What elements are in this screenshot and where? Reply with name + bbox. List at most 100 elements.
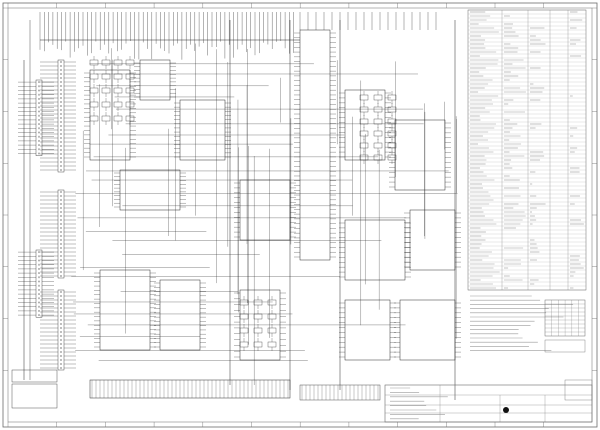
terminal-pin (60, 303, 62, 305)
module-block-f (159, 279, 201, 351)
terminal-pin (60, 145, 62, 147)
terminal-pin (60, 335, 62, 337)
module-block-e (99, 269, 151, 351)
terminal-pin (38, 272, 40, 274)
terminal-pin (38, 297, 40, 300)
module-block-a (89, 69, 131, 161)
terminal-pin (38, 140, 40, 142)
connector-block-left-e (35, 249, 43, 318)
terminal-pin (38, 301, 40, 304)
relay-symbol (253, 327, 263, 334)
switch-symbol (113, 101, 123, 108)
terminal-pin (60, 355, 62, 357)
terminal-pin (60, 153, 62, 155)
terminal-pin (60, 85, 62, 87)
relay-symbol (373, 118, 383, 125)
company-logo-icon (503, 407, 509, 413)
relay-symbol (253, 313, 263, 320)
terminal-pin (60, 211, 62, 213)
relay-symbol (267, 299, 277, 306)
terminal-pin (60, 73, 62, 75)
terminal-pin (60, 133, 62, 135)
relay-symbol (253, 341, 263, 348)
switch-symbol (89, 87, 99, 94)
terminal-pin (60, 161, 62, 163)
terminal-pin (60, 295, 62, 297)
terminal-pin (60, 351, 62, 353)
legend-box (11, 369, 58, 383)
terminal-pin (60, 195, 62, 197)
terminal-pin (60, 141, 62, 143)
relay-symbol (373, 130, 383, 137)
switch-symbol (101, 87, 111, 94)
connector-block-left-c (57, 289, 65, 371)
revision-box (564, 379, 593, 401)
terminal-pin (60, 231, 62, 233)
module-block-k (409, 209, 456, 271)
module-block-c (179, 99, 226, 161)
relay-symbol (359, 106, 369, 113)
terminal-pin (38, 280, 40, 283)
terminal-pin (60, 149, 62, 151)
switch-symbol (125, 59, 135, 66)
terminal-pin (38, 259, 40, 262)
terminal-pin (38, 81, 40, 83)
terminal-pin (38, 255, 40, 258)
terminal-pin (60, 263, 62, 265)
relay-symbol (359, 94, 369, 101)
terminal-pin (60, 81, 62, 83)
terminal-pin (60, 117, 62, 119)
terminal-pin (38, 119, 40, 121)
terminal-pin (60, 165, 62, 167)
terminal-pin (60, 327, 62, 329)
terminal-pin (60, 275, 62, 277)
terminal-pin (60, 61, 62, 63)
terminal-pin (60, 113, 62, 115)
terminal-pin (60, 137, 62, 139)
relay-symbol (359, 118, 369, 125)
terminal-pin (60, 101, 62, 103)
terminal-pin (60, 311, 62, 313)
terminal-pin (38, 276, 40, 279)
connector-block-left-b (57, 189, 65, 279)
terminal-pin (38, 268, 40, 270)
module-block-d (119, 169, 181, 211)
module-block-b (139, 59, 171, 101)
bottom-terminal-strip (89, 379, 291, 399)
switch-symbol (101, 115, 111, 122)
module-block-m (344, 299, 391, 361)
relay-symbol (253, 299, 263, 306)
terminal-pin (38, 131, 40, 134)
terminal-pin (38, 89, 40, 92)
terminal-pin (60, 259, 62, 261)
terminal-pin (60, 307, 62, 309)
relay-symbol (267, 327, 277, 334)
terminal-pin (60, 243, 62, 245)
terminal-pin (60, 191, 62, 193)
relay-symbol (387, 94, 397, 101)
relay-symbol (239, 341, 249, 348)
terminal-pin (38, 293, 40, 295)
relay-symbol (373, 94, 383, 101)
terminal-pin (60, 271, 62, 273)
switch-symbol (89, 101, 99, 108)
terminal-pin (60, 169, 62, 171)
switch-symbol (113, 59, 123, 66)
switch-symbol (113, 115, 123, 122)
terminal-pin (38, 289, 40, 291)
terminal-pin (60, 97, 62, 99)
relay-symbol (359, 130, 369, 137)
terminal-pin (60, 219, 62, 221)
terminal-pin (60, 129, 62, 131)
terminal-pin (60, 359, 62, 361)
terminal-pin (60, 215, 62, 217)
terminal-pin (60, 315, 62, 317)
grid-table-small (544, 339, 586, 353)
switch-symbol (113, 87, 123, 94)
terminal-pin (38, 314, 40, 316)
terminal-pin (60, 77, 62, 79)
terminal-pin (38, 305, 40, 308)
terminal-pin (38, 127, 40, 130)
terminal-pin (60, 157, 62, 159)
